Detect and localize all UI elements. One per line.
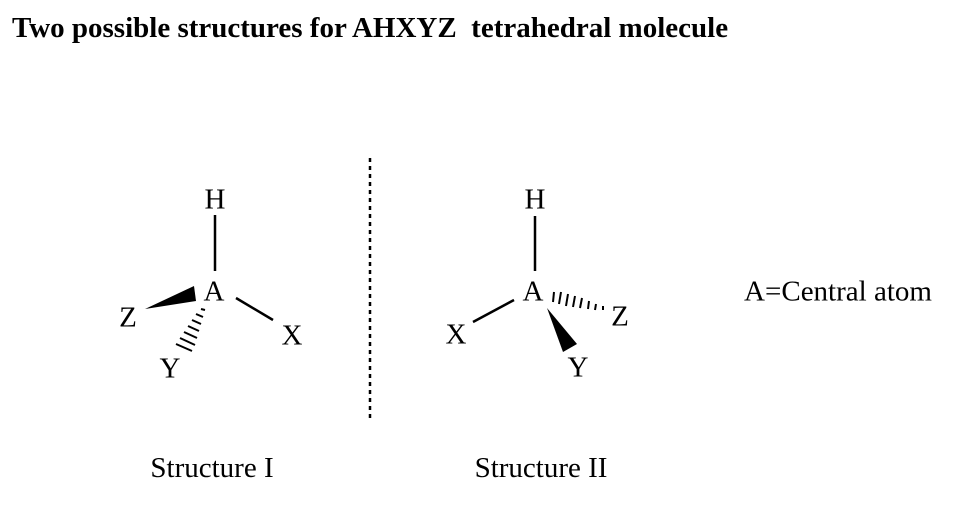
atom-h-2: H [524,183,546,216]
atom-z-1: Z [119,301,137,334]
legend-central-atom: A=Central atom [744,275,932,308]
bond-a-x-2 [472,298,515,324]
atom-y-2: Y [567,351,589,384]
caption-structure-2: Structure II [474,452,608,484]
wedge-bond-a-z-1 [145,286,196,309]
atom-a-2: A [522,275,544,308]
bond-a-x-1 [235,296,274,322]
wedge-bond-a-y-2 [547,308,577,352]
diagram-title: Two possible structures for AHXYZ tetrah… [12,12,729,44]
atom-y-1: Y [159,352,181,385]
atom-z-2: Z [611,300,629,333]
atom-x-2: X [445,318,467,351]
hash-bond-a-y-1 [175,308,206,352]
caption-structure-1: Structure I [150,452,274,484]
atom-h-1: H [204,183,226,216]
hash-bond-a-z-2 [552,291,604,311]
atom-x-1: X [281,319,303,352]
atom-a-1: A [203,275,225,308]
